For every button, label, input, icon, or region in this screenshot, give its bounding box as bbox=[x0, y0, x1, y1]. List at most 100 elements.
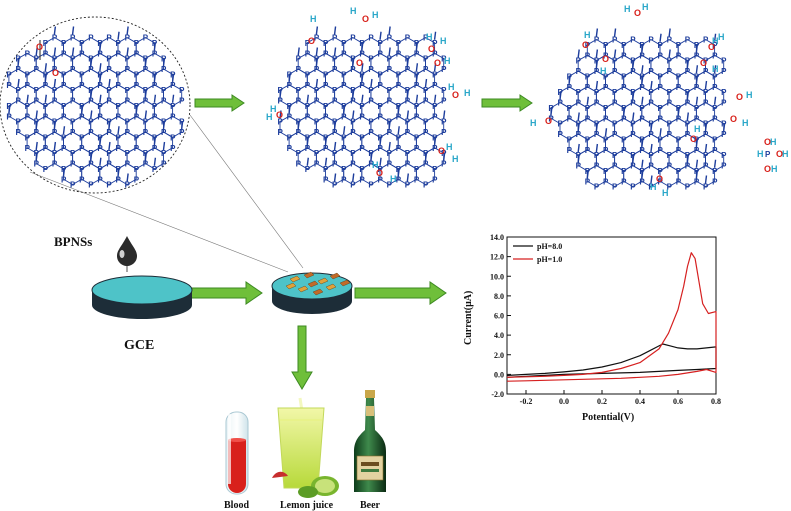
phosphorus-atom: P bbox=[152, 81, 158, 90]
zoom-line-bottom bbox=[29, 171, 289, 273]
out-of-plane-bond bbox=[62, 168, 66, 177]
phosphorus-atom: P bbox=[621, 167, 627, 176]
out-of-plane-bond bbox=[8, 105, 11, 114]
phosphorus-atom: P bbox=[567, 146, 573, 155]
phosphorus-atom: P bbox=[432, 39, 438, 48]
hydroxyl-group: OH bbox=[308, 14, 317, 46]
phosphorus-atom: P bbox=[630, 67, 636, 76]
phosphorus-atom: P bbox=[685, 67, 691, 76]
hydrogen-atom: H bbox=[530, 118, 537, 128]
phosphorus-atom: P bbox=[612, 130, 618, 139]
oxygen-atom: O bbox=[656, 174, 663, 184]
cv-curve-ph1 bbox=[506, 252, 717, 382]
phosphorus-atom: P bbox=[61, 144, 67, 153]
phosphorus-atom: P bbox=[558, 130, 564, 139]
out-of-plane-bond bbox=[677, 107, 680, 116]
phosphorus-atom: P bbox=[576, 88, 582, 97]
beer-bottle-icon bbox=[354, 390, 386, 492]
phosphorus-atom: P bbox=[658, 146, 664, 155]
out-of-plane-bond bbox=[641, 138, 644, 147]
phosphorus-atom: P bbox=[441, 86, 447, 95]
hydroxyl-group: O bbox=[52, 68, 59, 78]
phosphorus-atom: P bbox=[116, 49, 122, 58]
phosphorus-atom: P bbox=[603, 51, 609, 60]
phosphorus-atom: P bbox=[721, 67, 727, 76]
phosphorus-atom: P bbox=[278, 86, 284, 95]
phosphorus-atom: P bbox=[712, 72, 718, 81]
out-of-plane-bond bbox=[99, 136, 102, 145]
phosphorus-atom: P bbox=[612, 57, 618, 66]
bp-nanosheet-flake bbox=[289, 275, 301, 283]
phosphorus-atom: P bbox=[765, 150, 771, 159]
phosphorus-atom: P bbox=[703, 151, 709, 160]
out-of-plane-bond bbox=[306, 136, 309, 145]
phosphorus-atom: P bbox=[396, 81, 402, 90]
phosphorus-atom: P bbox=[134, 133, 140, 142]
phosphorus-atom: P bbox=[676, 177, 682, 186]
phosphorus-atom: P bbox=[116, 175, 122, 184]
phosphorus-atom: P bbox=[441, 160, 447, 169]
x-tick-label: 0.4 bbox=[635, 397, 645, 406]
phosphorus-atom: P bbox=[658, 177, 664, 186]
hexagon-ring bbox=[695, 164, 716, 188]
out-of-plane-bond bbox=[713, 65, 717, 74]
out-of-plane-bond bbox=[126, 173, 129, 182]
phosphorus-atom: P bbox=[70, 181, 76, 190]
phosphorus-atom: P bbox=[106, 160, 112, 169]
out-of-plane-bond bbox=[433, 31, 437, 40]
hydrogen-atom: H bbox=[584, 30, 591, 40]
phosphorus-atom: P bbox=[134, 144, 140, 153]
phosphorus-atom: P bbox=[16, 128, 22, 137]
bp-nanosheet-flake bbox=[317, 277, 329, 285]
phosphorus-atom: P bbox=[676, 135, 682, 144]
x-tick-label: 0.0 bbox=[559, 397, 569, 406]
out-of-plane-bond bbox=[153, 73, 157, 82]
phosphorus-atom: P bbox=[350, 128, 356, 137]
phosphorus-atom: P bbox=[414, 144, 420, 153]
phosphorus-atom: P bbox=[359, 144, 365, 153]
phosphorus-atom: P bbox=[721, 88, 727, 97]
phosphorus-atom: P bbox=[648, 151, 654, 160]
out-of-plane-bond bbox=[35, 47, 38, 56]
phosphorus-atom: P bbox=[441, 128, 447, 137]
x-tick-label: -0.2 bbox=[520, 397, 533, 406]
phosphorus-atom: P bbox=[694, 83, 700, 92]
phosphorus-atom: P bbox=[594, 183, 600, 192]
phosphorus-atom: P bbox=[52, 34, 58, 43]
out-of-plane-bond bbox=[99, 157, 102, 166]
phosphorus-atom: P bbox=[296, 128, 302, 137]
out-of-plane-bond bbox=[288, 105, 291, 114]
phosphorus-atom: P bbox=[305, 70, 311, 79]
out-of-plane-bond bbox=[632, 154, 635, 163]
phosphorus-atom: P bbox=[603, 114, 609, 123]
phosphorus-atom: P bbox=[585, 135, 591, 144]
phosphorus-atom: P bbox=[594, 130, 600, 139]
out-of-plane-bond bbox=[342, 126, 346, 135]
out-of-plane-bond bbox=[695, 138, 699, 147]
out-of-plane-bond bbox=[406, 89, 410, 98]
phosphorus-atom: P bbox=[61, 81, 67, 90]
phosphorus-atom: P bbox=[125, 149, 131, 158]
bp-nanosheet-flake bbox=[339, 279, 351, 287]
legend-label-ph1: pH=1.0 bbox=[537, 255, 562, 264]
hydrogen-atom: H bbox=[452, 154, 459, 164]
phosphorus-atom: P bbox=[323, 112, 329, 121]
phosphorus-atom: P bbox=[441, 97, 447, 106]
out-of-plane-bond bbox=[333, 47, 337, 56]
out-of-plane-bond bbox=[171, 73, 175, 82]
out-of-plane-bond bbox=[108, 120, 111, 130]
phosphorus-atom: P bbox=[585, 72, 591, 81]
hydrogen-atom: H bbox=[718, 32, 725, 42]
phosphorus-atom: P bbox=[621, 146, 627, 155]
phosphorus-atom: P bbox=[667, 67, 673, 76]
phosphorus-atom: P bbox=[685, 130, 691, 139]
phosphorus-atom: P bbox=[25, 81, 31, 90]
out-of-plane-bond bbox=[632, 91, 635, 100]
phosphorus-atom: P bbox=[558, 120, 564, 129]
phosphorus-atom: P bbox=[576, 99, 582, 108]
phosphorus-atom: P bbox=[441, 65, 447, 74]
bp-nanosheet-flake bbox=[307, 280, 319, 288]
oxygen-atom: O bbox=[764, 137, 771, 147]
out-of-plane-bond bbox=[632, 59, 635, 69]
